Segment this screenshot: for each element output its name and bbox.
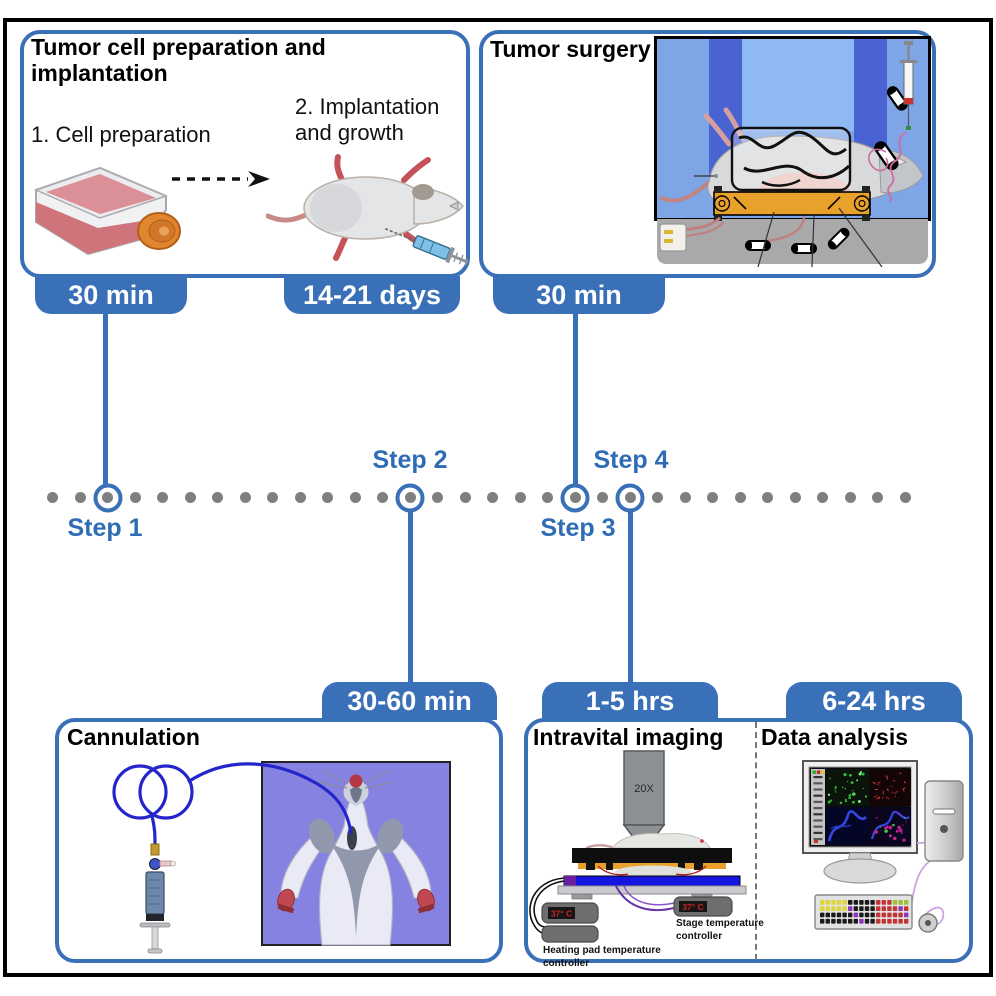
step-4-label: Step 4 <box>593 446 669 474</box>
badge-imaging-duration: 1-5 hrs <box>542 682 718 720</box>
timeline-dot <box>294 492 306 503</box>
step-2-label: Step 2 <box>372 446 448 474</box>
badge-prep-duration: 30 min <box>35 276 187 314</box>
timeline-dot <box>212 492 223 503</box>
timeline-dot <box>624 492 636 503</box>
timeline-dot <box>762 492 773 503</box>
timeline-dot <box>817 492 828 503</box>
tumor-surgery-illustration <box>654 36 931 267</box>
timeline-dot <box>157 492 168 503</box>
monitor-icon <box>802 760 918 884</box>
timeline-dots <box>47 492 911 503</box>
timeline-dot <box>267 492 278 503</box>
timeline-dot <box>514 492 526 503</box>
heatpad-temp-display: 37° C <box>551 909 572 919</box>
connector-step3 <box>572 312 578 486</box>
objective-lens-icon: 20X <box>622 750 666 852</box>
timeline-dot <box>432 492 443 503</box>
stage-controller-icon: 37° C <box>673 896 733 917</box>
panel-prep-title: Tumor cell preparation and implantation <box>31 34 326 87</box>
intravital-imaging-illustration: 20X 37° C 37° C <box>529 750 747 943</box>
cannulated-mouse-icon <box>277 769 435 946</box>
imaging-analysis-divider <box>755 722 757 960</box>
timeline-dot <box>542 492 553 503</box>
stage-temp-display: 37° C <box>682 902 703 912</box>
connector-step4 <box>627 510 633 684</box>
timeline-dot <box>734 492 746 503</box>
implantation-mouse-illustration <box>266 154 468 266</box>
cannulation-illustration <box>112 761 451 954</box>
keyboard-icon <box>814 894 913 930</box>
timeline-dot <box>652 492 663 503</box>
timeline-dot <box>102 492 113 503</box>
computer-tower-icon <box>924 780 964 862</box>
timeline-dot <box>377 492 388 503</box>
timeline-dot <box>239 492 251 503</box>
connector-step1 <box>102 312 108 486</box>
heating-pad-controller-icon: 37° C <box>541 902 599 943</box>
timeline-dot <box>129 492 141 503</box>
panel-surgery-title: Tumor surgery <box>490 36 651 62</box>
timeline-dot <box>569 492 581 503</box>
cannula-tubing-icon <box>112 762 353 845</box>
badge-growth-duration: 14-21 days <box>284 276 460 314</box>
panel-cannulation-title: Cannulation <box>67 724 200 750</box>
timeline-dot <box>899 492 911 503</box>
timeline-dot <box>597 492 608 503</box>
timeline-dot <box>487 492 498 503</box>
timeline-dot <box>322 492 333 503</box>
badge-analysis-duration: 6-24 hrs <box>786 682 962 720</box>
step-3-label: Step 3 <box>540 514 616 542</box>
stage-controller-label: Stage temperature controller <box>676 918 764 942</box>
cell-culture-flask-icon <box>33 166 181 256</box>
badge-cannulation-duration: 30-60 min <box>322 682 497 720</box>
panel-analysis-title: Data analysis <box>761 724 909 750</box>
heatpad-controller-label: Heating pad temperature controller <box>543 945 661 969</box>
badge-surgery-duration: 30 min <box>493 276 665 314</box>
objective-magnification-label: 20X <box>634 783 654 795</box>
timeline-dot <box>349 492 361 503</box>
dashed-arrow-icon <box>172 171 270 187</box>
step-1-label: Step 1 <box>67 514 143 542</box>
timeline-dot <box>789 492 801 503</box>
substep-implantation-growth: 2. Implantation and growth <box>295 94 440 146</box>
timeline-dot <box>47 492 58 503</box>
timeline-dot <box>707 492 718 503</box>
data-analysis-illustration <box>802 760 964 933</box>
timeline-dot <box>184 492 196 503</box>
cannulation-syringe-icon <box>139 843 176 954</box>
panel-imaging-title: Intravital imaging <box>533 724 724 750</box>
timeline-dot <box>404 492 416 503</box>
surgery-syringe-icon <box>900 41 917 130</box>
connector-step2 <box>407 510 413 684</box>
timeline-dot <box>74 492 86 503</box>
timeline-dot <box>679 492 691 503</box>
timeline-dot <box>459 492 471 503</box>
substep-cell-preparation: 1. Cell preparation <box>31 122 211 147</box>
timeline-dot <box>872 492 883 503</box>
syringe-icon <box>384 228 468 266</box>
timeline-dot <box>844 492 856 503</box>
computer-mouse-icon <box>918 913 938 933</box>
